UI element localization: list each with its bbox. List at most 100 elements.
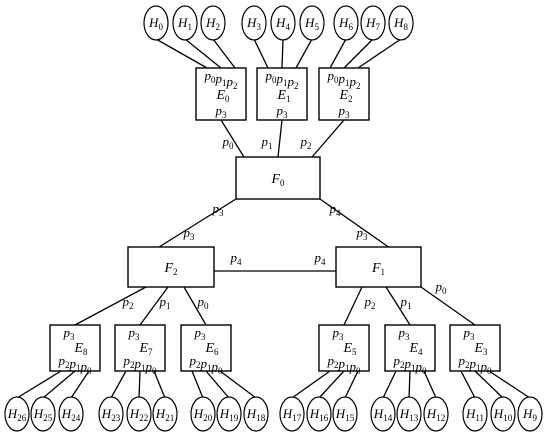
edge-switch-e4 (384, 324, 436, 372)
link-E4-H14 (382, 370, 397, 399)
edge-ports-row-e6: p2p1p0 (189, 353, 224, 376)
edge-ports-row-e1: p0p1p2 (265, 68, 299, 91)
link-F1-E3 (420, 286, 476, 326)
link-F1-E5 (343, 286, 363, 326)
link-E7-H23 (110, 370, 127, 399)
edge-uplink-e8: p3 (63, 325, 76, 342)
port-label-f0-down-left: p3 (212, 201, 225, 218)
edge-uplink-e4: p3 (398, 325, 411, 342)
link-E6-H20 (191, 370, 204, 399)
edge-label-e3: E3 (473, 341, 488, 357)
port-label-f2-up: p3 (183, 225, 196, 242)
edge-uplink-e6: p3 (194, 325, 207, 342)
host-h13 (396, 396, 422, 432)
host-label-h25: H25 (33, 406, 53, 423)
edge-switch-e6 (180, 324, 232, 372)
edge-label-e4: E4 (408, 341, 423, 357)
host-label-h18: H18 (246, 406, 266, 423)
host-h6 (333, 5, 359, 41)
edge-switch-e1 (256, 67, 308, 121)
edge-uplink-e1: p3 (276, 103, 289, 120)
edge-switch-e8 (49, 324, 101, 372)
host-label-h14: H14 (373, 406, 393, 423)
edge-switch-e3 (449, 324, 501, 372)
link-F2-E8 (74, 286, 147, 326)
port-label-f2-right: p4 (230, 250, 243, 267)
host-h26 (4, 396, 30, 432)
port-label-f1-left: p4 (314, 250, 327, 267)
host-label-h8: H8 (393, 15, 408, 32)
host-h1 (172, 5, 198, 41)
host-label-h13: H13 (399, 406, 419, 423)
link-E5-H16 (318, 370, 345, 399)
host-label-h4: H4 (275, 15, 290, 32)
host-h11 (462, 396, 488, 432)
host-label-h0: H0 (148, 15, 163, 32)
link-F2-E7 (139, 286, 169, 326)
port-label-f1-e3: p0 (435, 279, 448, 296)
edge-switch-e5 (318, 324, 370, 372)
link-H4-E1 (281, 38, 284, 69)
link-F0-F1 (319, 198, 389, 248)
host-h2 (200, 5, 226, 41)
link-E6-H18 (219, 370, 257, 399)
link-E1-F0 (277, 119, 283, 158)
core-switch-f1 (335, 246, 422, 288)
link-H6-E2 (329, 38, 347, 69)
link-H0-E0 (155, 38, 208, 69)
edge-switch-e0 (195, 67, 247, 121)
host-label-h16: H16 (309, 406, 329, 423)
host-h18 (243, 396, 269, 432)
port-label-e1-f0: p1 (261, 134, 273, 151)
host-label-h2: H2 (205, 15, 220, 32)
link-E8-H24 (70, 370, 90, 399)
host-h20 (190, 396, 216, 432)
edge-ports-row-e8: p2p1p0 (58, 353, 93, 376)
edge-label-e0: E0 (215, 88, 230, 104)
edge-label-e6: E6 (204, 341, 219, 357)
edge-uplink-e3: p3 (463, 325, 476, 342)
link-E3-H9 (488, 370, 531, 399)
link-F2-E6 (183, 286, 207, 326)
edge-label-e2: E2 (338, 88, 352, 104)
host-label-h3: H3 (246, 15, 261, 32)
port-label-f1-e5: p2 (364, 294, 376, 311)
host-h25 (30, 396, 56, 432)
link-F0-F2 (158, 198, 237, 248)
host-label-h23: H23 (101, 406, 121, 423)
link-E0-F0 (220, 119, 245, 158)
host-h22 (126, 396, 152, 432)
host-label-h17: H17 (282, 406, 302, 423)
link-E7-H22 (138, 370, 141, 399)
port-label-f2-e8: p2 (122, 294, 134, 311)
core-switch-f2 (127, 246, 215, 288)
edge-uplink-e7: p3 (128, 325, 141, 342)
port-label-f2-e7: p1 (159, 294, 171, 311)
host-h0 (143, 5, 169, 41)
host-label-h10: H10 (493, 406, 513, 423)
host-h17 (279, 396, 305, 432)
link-E3-H10 (474, 370, 504, 399)
host-label-h12: H12 (426, 406, 445, 423)
port-label-f1-e4: p1 (400, 294, 412, 311)
host-label-h20: H20 (193, 406, 213, 423)
link-H3-E1 (253, 38, 269, 69)
link-E4-H12 (423, 370, 437, 399)
link-E5-H17 (291, 370, 331, 399)
host-label-h11: H11 (465, 406, 484, 423)
edge-uplink-e5: p3 (332, 325, 345, 342)
host-h16 (306, 396, 332, 432)
host-label-h15: H15 (335, 406, 355, 423)
host-label-h19: H19 (219, 406, 239, 423)
host-label-h9: H9 (522, 406, 537, 423)
link-E8-H26 (16, 370, 62, 399)
host-h3 (241, 5, 267, 41)
host-label-h5: H5 (304, 15, 319, 32)
link-E6-H19 (205, 370, 230, 399)
core-switch-f0 (235, 156, 321, 200)
link-E4-H13 (408, 370, 411, 399)
host-h19 (216, 396, 242, 432)
edge-label-e5: E5 (342, 341, 357, 357)
host-h14 (370, 396, 396, 432)
